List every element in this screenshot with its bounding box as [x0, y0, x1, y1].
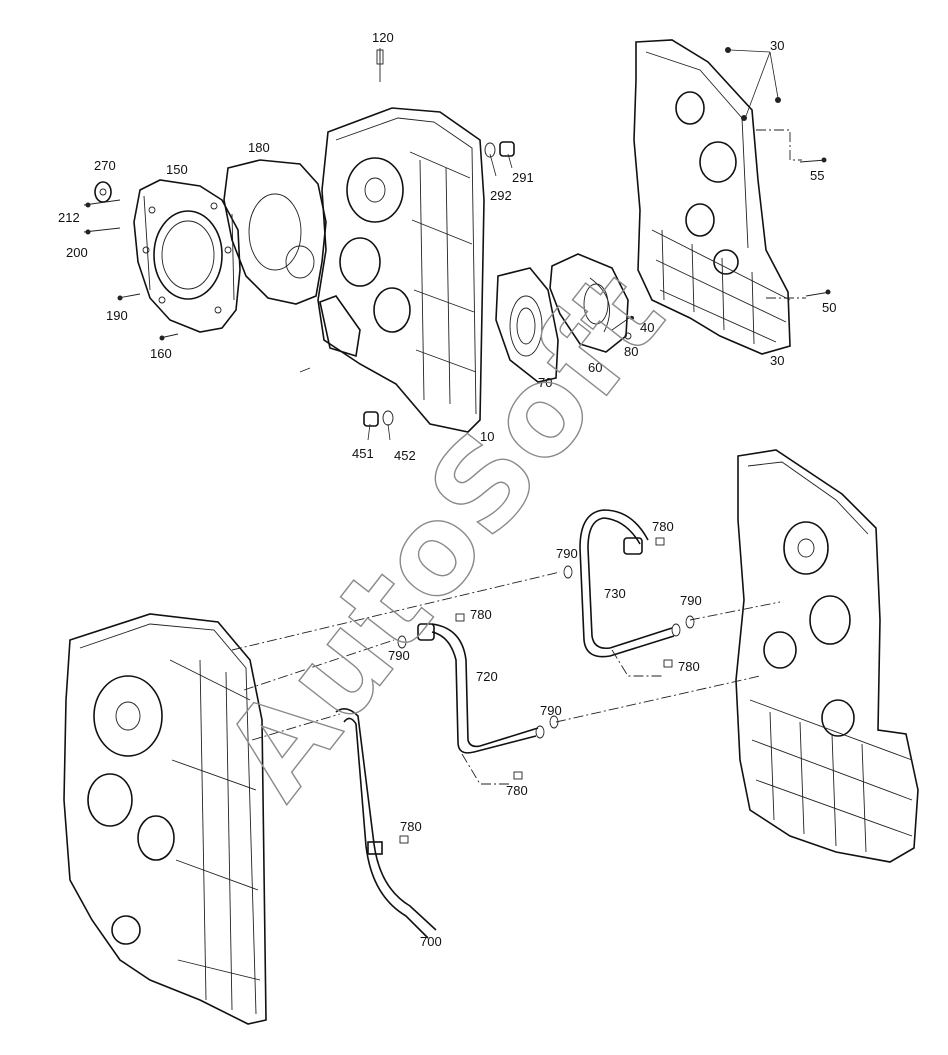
- callout-270: 270: [94, 158, 116, 173]
- cover-150: [133, 179, 241, 333]
- callout-40: 40: [640, 320, 654, 335]
- pipe-720: [417, 623, 545, 754]
- callout-200: 200: [66, 245, 88, 260]
- callout-labels: 120 30 55 270 150 180 212 200 291 292 19…: [58, 30, 836, 949]
- callout-120: 120: [372, 30, 394, 45]
- callout-292: 292: [490, 188, 512, 203]
- cover-60: [549, 253, 629, 353]
- callout-780-c: 780: [678, 659, 700, 674]
- bolt-55: [799, 157, 827, 163]
- callout-780-d: 780: [506, 783, 528, 798]
- callout-780-e: 780: [400, 819, 422, 834]
- callout-80: 80: [624, 344, 638, 359]
- callout-720: 720: [476, 669, 498, 684]
- bolts-30: [725, 47, 781, 121]
- callout-150: 150: [166, 162, 188, 177]
- housing-10: [317, 107, 485, 433]
- plug-291-292: [484, 141, 515, 158]
- gasket-180: [223, 159, 327, 305]
- plug-451-452: [363, 410, 394, 427]
- callout-730: 730: [604, 586, 626, 601]
- callout-790-c: 790: [388, 648, 410, 663]
- callout-780-a: 780: [652, 519, 674, 534]
- callout-50: 50: [822, 300, 836, 315]
- washer-270: [94, 181, 112, 203]
- housing-lower-left: [63, 613, 267, 1025]
- bolt-50: [805, 289, 831, 297]
- callout-55: 55: [810, 168, 824, 183]
- callout-30-bottom: 30: [770, 353, 784, 368]
- callout-790-d: 790: [540, 703, 562, 718]
- callout-160: 160: [150, 346, 172, 361]
- callout-451: 451: [352, 446, 374, 461]
- callout-70: 70: [538, 375, 552, 390]
- callout-10: 10: [480, 429, 494, 444]
- callout-291: 291: [512, 170, 534, 185]
- watermark: AutoSoft: [197, 245, 692, 823]
- callout-30-top: 30: [770, 38, 784, 53]
- callout-60: 60: [588, 360, 602, 375]
- plate-70: [495, 267, 559, 383]
- callout-190: 190: [106, 308, 128, 323]
- assembly-lines: [231, 129, 806, 785]
- leader-lines: [299, 48, 779, 441]
- cover-30: [633, 39, 791, 355]
- pipe-700: [335, 708, 437, 939]
- small-bolts-left: [83, 199, 179, 341]
- callout-790-a: 790: [556, 546, 578, 561]
- callout-212: 212: [58, 210, 80, 225]
- callout-180: 180: [248, 140, 270, 155]
- callout-790-b: 790: [680, 593, 702, 608]
- housing-lower-right: [735, 449, 919, 863]
- callout-780-b: 780: [470, 607, 492, 622]
- callout-700: 700: [420, 934, 442, 949]
- callout-452: 452: [394, 448, 416, 463]
- pipe-730: [579, 509, 681, 658]
